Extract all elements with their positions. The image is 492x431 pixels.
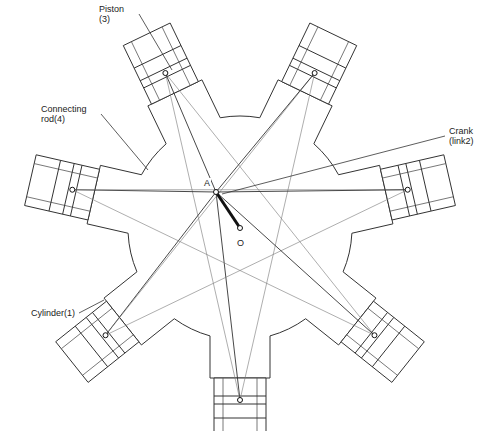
leader-line [79, 300, 104, 313]
connecting-rod [216, 190, 408, 192]
cylinder-wall [347, 335, 398, 376]
construction-line [165, 73, 374, 335]
cylinder-wall [382, 164, 445, 178]
construction-line [165, 73, 240, 400]
part-label: Crank (link2) [448, 126, 490, 146]
cylinder [25, 155, 100, 220]
construction-line [106, 73, 315, 335]
crank [216, 192, 240, 228]
pin-joint [238, 398, 243, 403]
leader-line [222, 136, 445, 194]
cylinder-wall [83, 335, 134, 376]
piston-line [134, 46, 181, 69]
cylinder [282, 23, 357, 104]
pin-joint [214, 190, 219, 195]
part-label: Cylinder(1) [30, 308, 76, 318]
pin-joint [238, 226, 243, 231]
piston-line [372, 326, 404, 367]
connecting-rod [72, 190, 216, 192]
construction-line [240, 73, 315, 400]
piston-line [75, 326, 107, 367]
engine-body [87, 80, 393, 378]
construction-line [106, 190, 408, 336]
cylinder [123, 23, 198, 104]
connecting-rod [216, 192, 240, 400]
piston-line [289, 65, 336, 88]
pin-joint [372, 333, 377, 338]
piston-line [406, 163, 418, 214]
cylinder-wall [27, 197, 90, 211]
leader-line [139, 14, 172, 70]
pin-joint [70, 187, 75, 192]
pin-joint [312, 71, 317, 76]
cylinder-wall [320, 42, 348, 101]
cylinder-wall [368, 308, 419, 349]
leader-line [101, 114, 148, 170]
connecting-rod [165, 73, 216, 192]
piston-line [214, 418, 266, 419]
piston-line [92, 312, 124, 353]
piston-line [49, 160, 61, 211]
point-label: A [203, 178, 211, 188]
connecting-rod [216, 192, 374, 335]
pin-joint [103, 333, 108, 338]
pin-joint [405, 187, 410, 192]
cylinder-wall [131, 42, 159, 101]
piston-line [299, 46, 346, 69]
piston-line [63, 163, 75, 214]
piston-line [361, 317, 393, 358]
cylinder [380, 155, 455, 220]
part-label: Connecting rod(4) [40, 104, 98, 124]
construction-line [72, 190, 374, 336]
cylinder-wall [390, 197, 453, 211]
pin-joint [163, 71, 168, 76]
piston-line [419, 160, 431, 211]
piston-line [214, 404, 266, 405]
cylinder-wall [34, 164, 97, 178]
point-label: O [236, 238, 245, 248]
piston-line [86, 317, 118, 358]
cylinder [341, 301, 424, 382]
part-label: Piston (3) [98, 4, 136, 24]
cylinder [214, 378, 266, 431]
